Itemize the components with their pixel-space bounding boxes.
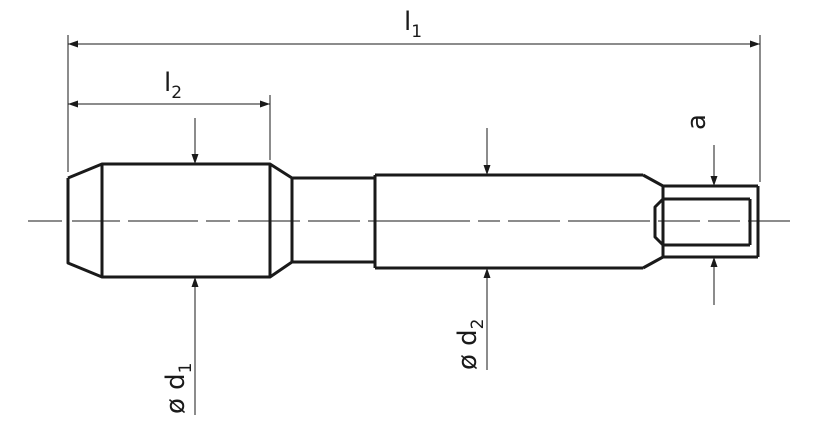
dimension-l2-label: l2 (164, 68, 182, 103)
dimension-a-label: a (682, 114, 712, 130)
tool-outline (66, 162, 760, 279)
dimension-l1-label: l1 (404, 7, 422, 42)
dimension-d1-label: ø d1 (161, 362, 196, 414)
dimension-d2-label: ø d2 (453, 318, 488, 370)
extension-lines (67, 35, 761, 182)
